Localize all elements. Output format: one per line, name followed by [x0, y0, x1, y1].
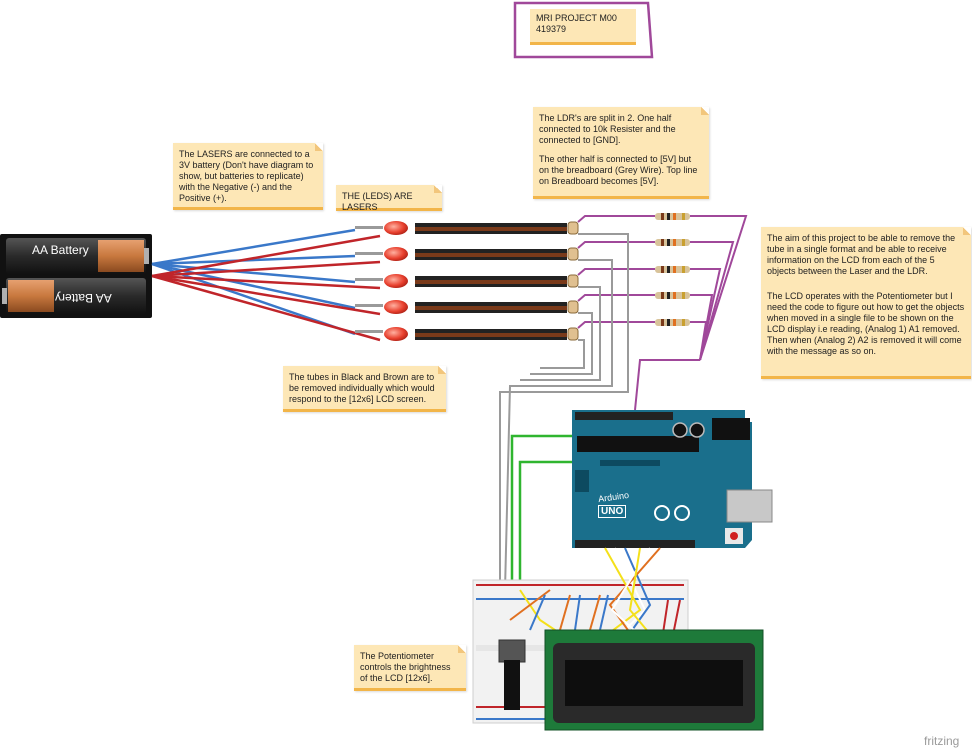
fritzing-watermark: fritzing — [924, 734, 960, 748]
note-potentiometer: The Potentiometer controls the brightnes… — [354, 645, 466, 691]
note-leds-lasers-text: THE (LEDS) ARE LASERS — [342, 191, 413, 212]
potentiometer — [498, 639, 526, 710]
ldr-sensors — [567, 221, 579, 341]
note-tubes-text: The tubes in Black and Brown are to be r… — [289, 372, 435, 404]
tubes — [415, 223, 567, 340]
lcd-display — [544, 629, 764, 731]
note-aim-text-1: The aim of this project to be able to re… — [767, 233, 956, 276]
note-ldr-split: The LDR's are split in 2. One half conne… — [533, 107, 709, 199]
note-lasers-battery-text: The LASERS are connected to a 3V battery… — [179, 149, 314, 203]
note-potentiometer-text: The Potentiometer controls the brightnes… — [360, 651, 451, 683]
note-aim-text-2: The LCD operates with the Potentiometer … — [767, 291, 965, 356]
purple-wires — [577, 215, 748, 411]
note-leds-lasers: THE (LEDS) ARE LASERS — [336, 185, 442, 212]
title-line-1: MRI PROJECT M00 — [536, 13, 617, 23]
title-box-outline — [513, 1, 654, 59]
title-box: MRI PROJECT M00 419379 — [530, 9, 636, 45]
resistors — [655, 213, 690, 326]
note-aim: The aim of this project to be able to re… — [761, 227, 971, 379]
arduino-model-label: UNO — [598, 505, 627, 518]
battery-wires — [151, 228, 381, 342]
title-line-2: 419379 — [536, 24, 567, 34]
battery-label-top: AA Battery — [32, 243, 89, 257]
note-lasers-battery: The LASERS are connected to a 3V battery… — [173, 143, 323, 210]
battery-label-bottom: AA Battery — [55, 291, 112, 305]
arduino-board — [572, 410, 773, 548]
grey-wires — [499, 233, 629, 591]
laser-leds — [355, 221, 408, 341]
battery-holder — [0, 234, 152, 318]
note-tubes: The tubes in Black and Brown are to be r… — [283, 366, 446, 412]
note-ldr-split-text-1: The LDR's are split in 2. One half conne… — [539, 113, 676, 145]
note-ldr-split-text-2: The other half is connected to [5V] but … — [539, 154, 698, 186]
